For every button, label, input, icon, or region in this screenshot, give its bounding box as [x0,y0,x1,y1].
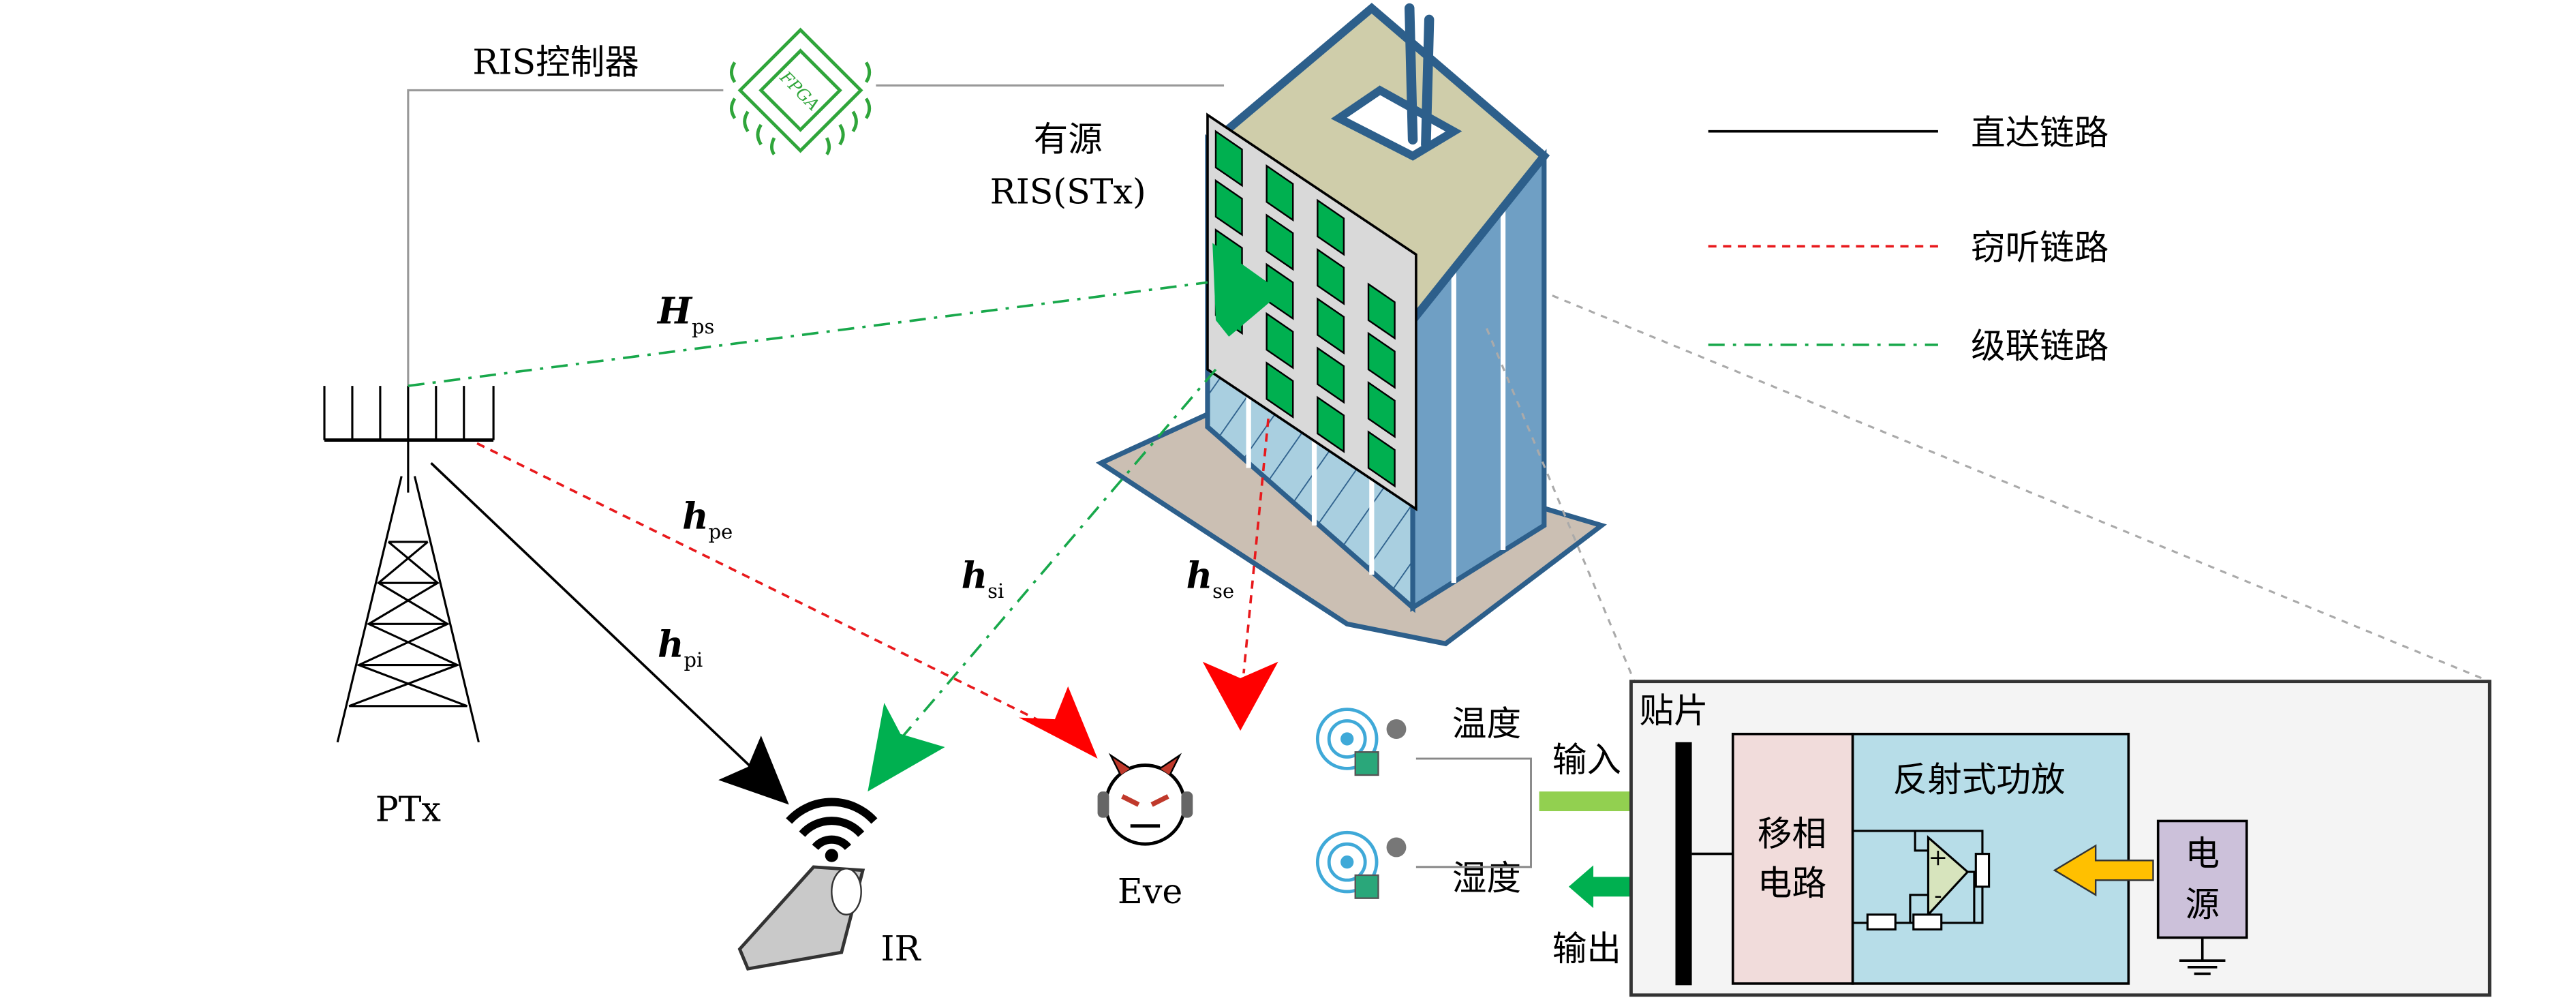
output-label: 输出 [1552,928,1621,969]
zoom-guide-lines [1486,294,2490,683]
phase-shifter-line1: 移相 [1758,814,1826,854]
eve-devil-icon [1097,753,1193,846]
ris-element [1367,282,1396,340]
eve-label: Eve [1118,871,1182,911]
phone-icon [737,798,878,971]
phase-shifter-box [1731,732,1854,985]
phase-shifter-line2: 电路 [1758,863,1826,903]
humidity-sensor-icon [1315,830,1407,899]
ris-element [1367,430,1396,488]
legend: 直达链路 窃听链路 级联链路 [1708,112,2109,366]
ris-label-line2: RIS(STx) [990,172,1146,212]
temperature-sensor-icon [1315,708,1407,776]
ris-element [1266,361,1294,419]
ris-element [1266,164,1294,222]
legend-label-direct: 直达链路 [1971,112,2109,153]
opamp-plus: + [1929,844,1948,870]
power-line1: 电 [2185,833,2220,873]
temperature-label: 温度 [1452,703,1521,744]
arrowhead-ris-green [1212,243,1282,337]
ris-element [1317,346,1345,404]
ris-element [1266,312,1294,369]
ris-element [1214,130,1243,187]
input-label: 输入 [1552,740,1621,780]
link-h-ps [408,281,1208,387]
ir-label: IR [880,928,921,969]
input-arrow-icon [1539,780,1659,823]
label-h-pe: hpe [682,496,733,543]
amplifier-label: 反射式功放 [1893,759,2066,800]
output-arrow-icon [1568,865,1659,909]
ris-controller-label: RIS控制器 [472,42,639,82]
links [408,281,1270,776]
label-h-si: hsi [962,554,1005,602]
power-line2: 源 [2185,884,2220,924]
power-arrow-icon [2053,844,2154,896]
ris-element [1317,395,1345,453]
controller-wire [407,84,1225,387]
link-h-pe [476,442,1060,732]
arrowhead-ir-black [718,736,789,805]
ptx-label: PTx [375,789,441,829]
legend-label-eavesdrop: 窃听链路 [1971,228,2109,268]
ris-element [1214,179,1243,237]
power-box [2156,819,2248,939]
sensor-bracket [1415,757,1532,868]
arrowhead-eve-red-ris [1202,661,1278,731]
link-h-pi [430,461,761,776]
ris-label-line1: 有源 [1034,119,1103,160]
link-h-se [1242,419,1270,673]
ris-element [1317,297,1345,355]
patch-label: 贴片 [1639,691,1708,731]
ris-element [1367,380,1396,439]
opamp-circuit [1852,830,1991,930]
fpga-chip-icon: FPGA [729,27,872,155]
label-H-ps: Hps [656,290,714,338]
ris-element [1317,247,1345,305]
inset-circuit: 贴片 移相 电路 反射式功放 + - 电 源 [1629,680,2491,997]
ground-icon [2179,937,2226,975]
arrowheads [718,243,1282,805]
legend-label-cascade: 级联链路 [1971,326,2109,366]
arrowhead-eve-red [1018,686,1098,759]
label-h-se: hse [1186,554,1234,602]
humidity-label: 湿度 [1452,858,1521,898]
label-h-pi: hpi [658,624,703,671]
ris-element [1367,331,1396,389]
link-h-si [900,368,1217,740]
opamp-minus: - [1934,882,1942,909]
ris-element [1266,213,1294,271]
patch-bar [1675,742,1692,986]
ris-element [1317,198,1345,256]
ptx-tower [323,386,495,743]
arrowhead-ir-green [868,702,945,792]
